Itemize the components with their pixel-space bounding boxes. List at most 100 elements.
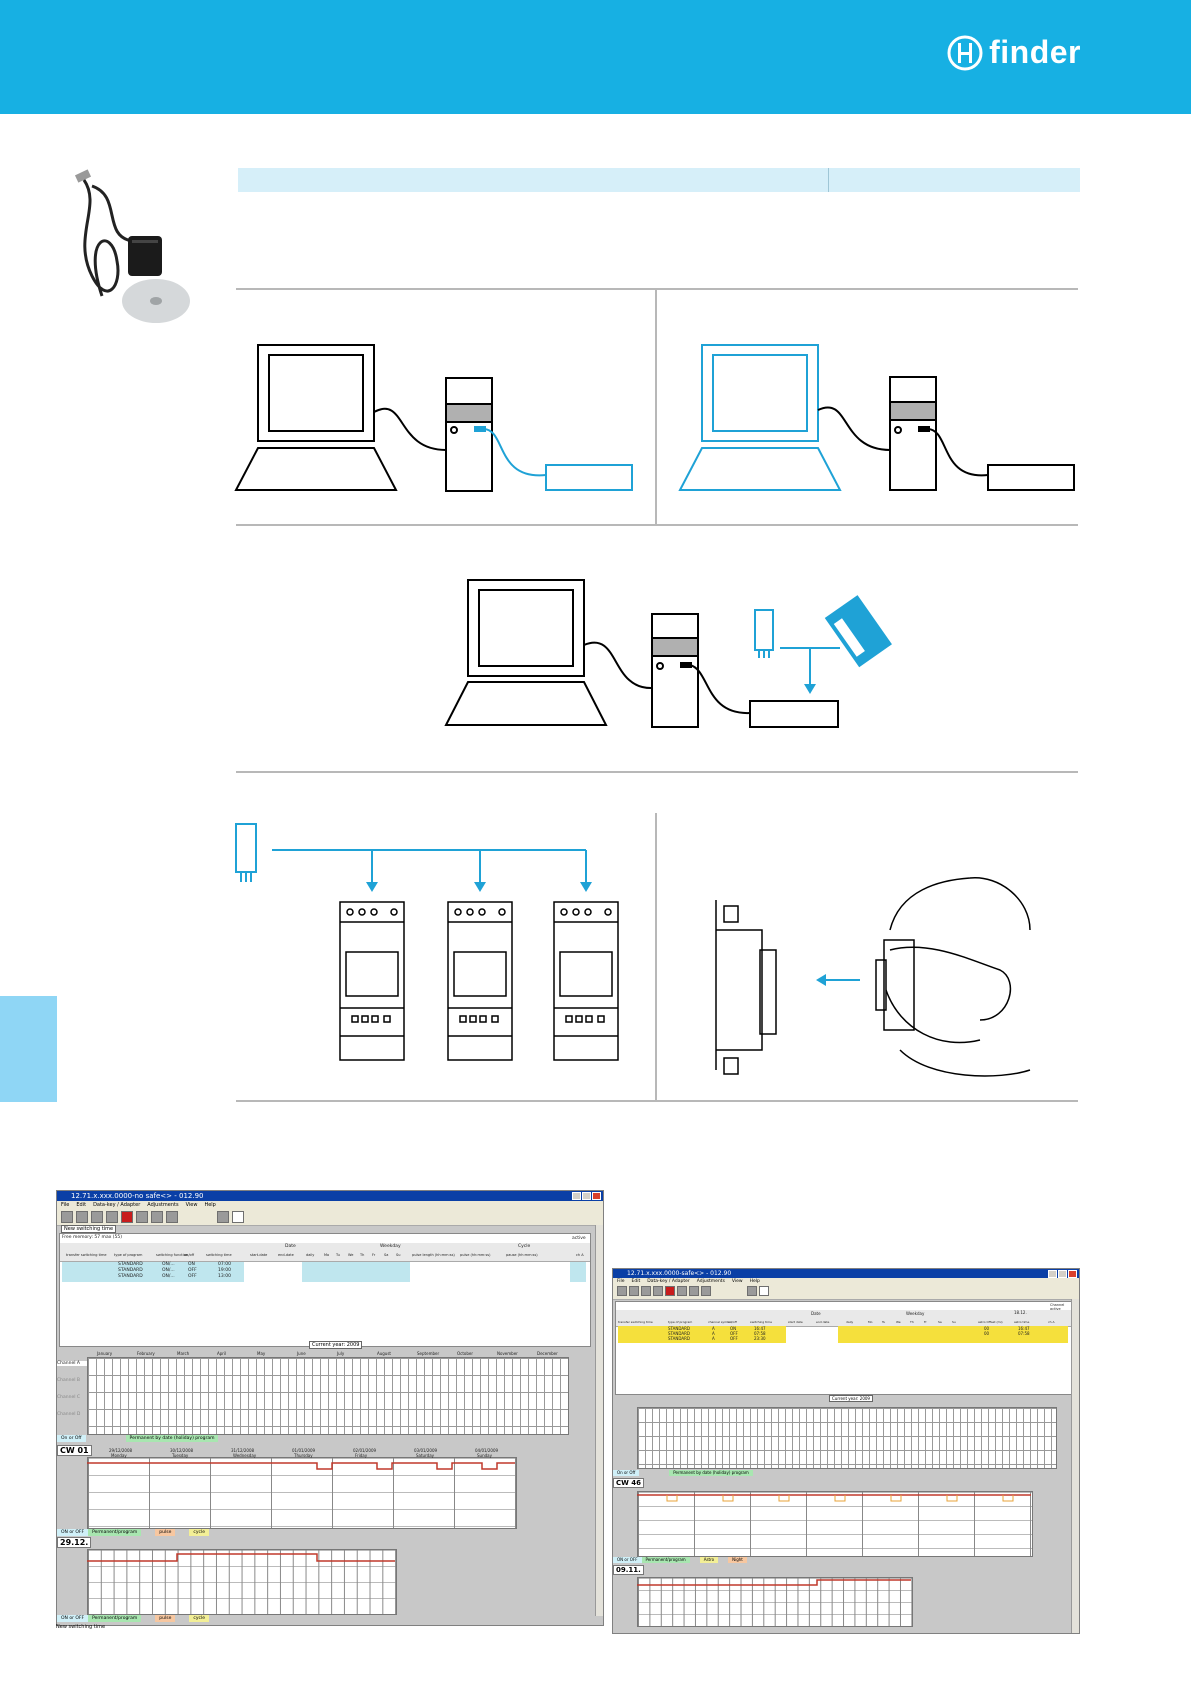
grid-icon[interactable] <box>759 1286 769 1296</box>
open-icon[interactable] <box>617 1286 627 1296</box>
week-date-3: 31/12/2008 <box>231 1448 255 1453</box>
close-button[interactable] <box>592 1192 601 1200</box>
maximize-button[interactable] <box>582 1192 591 1200</box>
title-bar <box>238 168 1080 192</box>
print-icon[interactable] <box>151 1211 163 1223</box>
menu-edit[interactable]: Edit <box>76 1202 87 1208</box>
col-th: Th <box>360 1253 365 1257</box>
program-table: Free memory: 57 max (55) Date Weekday Ch… <box>615 1301 1073 1395</box>
diagram-data-key <box>444 579 892 728</box>
col-pulse-length: pulse length (hh:mm:ss) <box>412 1253 455 1257</box>
grid-icon[interactable] <box>232 1211 244 1223</box>
channel-c-label: Channel C <box>57 1395 81 1400</box>
row1-program: STANDARD <box>118 1262 143 1267</box>
menu-file[interactable]: File <box>61 1202 70 1208</box>
month-apr: April <box>217 1351 227 1356</box>
menu-data-key[interactable]: Data-key / Adapter <box>93 1202 141 1208</box>
menu-adjustments[interactable]: Adjustments <box>147 1202 179 1208</box>
date-field[interactable]: 18.12. <box>1014 1310 1027 1315</box>
print-icon[interactable] <box>689 1286 699 1296</box>
month-nov: November <box>497 1351 518 1356</box>
usb-port <box>680 662 692 668</box>
laptop-icon <box>444 579 608 726</box>
col-end: end-date <box>278 1253 294 1257</box>
channel-active-header: Channel active <box>1050 1303 1065 1311</box>
delete-icon[interactable] <box>121 1211 133 1223</box>
col-pulse: pulse (hh:mm:ss) <box>460 1253 491 1257</box>
diagram-hand-insert <box>715 877 1031 1077</box>
row2-time: 19:00 <box>218 1268 231 1273</box>
month-jan: January <box>97 1351 113 1356</box>
read-icon[interactable] <box>629 1286 639 1296</box>
export-icon[interactable] <box>136 1211 148 1223</box>
col-astro-time: astro time <box>1014 1320 1030 1324</box>
timer-side-icon <box>715 900 777 1075</box>
menu-edit[interactable]: Edit <box>631 1279 641 1284</box>
col-ch-a: ch A <box>576 1253 584 1257</box>
usb-cable <box>583 641 654 690</box>
weekday-group-header: Weekday <box>906 1311 925 1316</box>
legend-astro: Astro <box>699 1557 719 1563</box>
col-sa: Sa <box>938 1320 942 1324</box>
menu-file[interactable]: File <box>617 1279 625 1284</box>
write-icon[interactable] <box>641 1286 651 1296</box>
read-icon[interactable] <box>76 1211 88 1223</box>
vertical-scrollbar[interactable] <box>1071 1299 1079 1633</box>
date-group-header: Date <box>285 1244 296 1249</box>
channel-d-label: Channel D <box>57 1412 81 1417</box>
calendar-icon[interactable] <box>747 1286 757 1296</box>
channel-b-label: Channel B <box>57 1378 80 1383</box>
menu-data-key[interactable]: Data-key / Adapter <box>647 1279 690 1284</box>
open-icon[interactable] <box>61 1211 73 1223</box>
col-tu: Tu <box>336 1253 340 1257</box>
week-day-3: Wednesday <box>233 1453 257 1458</box>
week-switching-line <box>87 1462 515 1470</box>
year-calendar-grid <box>87 1357 569 1435</box>
month-jul: July <box>337 1351 345 1356</box>
cycle-group-header: Cycle <box>518 1244 531 1249</box>
minimize-button[interactable] <box>572 1192 581 1200</box>
menu-help[interactable]: Help <box>749 1279 760 1284</box>
row2-offset: 00 <box>984 1331 990 1336</box>
export-icon[interactable] <box>677 1286 687 1296</box>
usb-cable <box>373 407 447 451</box>
weekday-highlight <box>838 1326 1068 1343</box>
active-highlight <box>570 1262 586 1282</box>
month-may: May <box>257 1351 266 1356</box>
col-channel: channel symbol <box>708 1320 732 1324</box>
brand-name: finder <box>989 34 1081 70</box>
channel-a-label[interactable]: Channel A <box>57 1361 87 1366</box>
transfer-icon[interactable] <box>701 1286 711 1296</box>
col-time: switching time <box>750 1320 772 1324</box>
calendar-icon[interactable] <box>217 1211 229 1223</box>
separator <box>655 288 657 525</box>
row1-program: STANDARD <box>668 1326 691 1331</box>
save-icon[interactable] <box>653 1286 663 1296</box>
menu-help[interactable]: Help <box>204 1202 216 1208</box>
legend-onoff: ON or OFF <box>613 1557 642 1563</box>
row3-function: ON/... <box>162 1274 175 1279</box>
month-mar: March <box>177 1351 190 1356</box>
col-end: end date <box>816 1320 830 1324</box>
menu-view[interactable]: View <box>185 1202 198 1208</box>
save-icon[interactable] <box>106 1211 118 1223</box>
minimize-button[interactable] <box>1048 1270 1057 1278</box>
day-label: 29.12. <box>57 1537 92 1548</box>
col-ch-a: ch A <box>1048 1320 1055 1324</box>
transfer-icon[interactable] <box>166 1211 178 1223</box>
month-jun: June <box>297 1351 306 1356</box>
new-switching-time-button[interactable]: New switching time <box>61 1225 117 1233</box>
legend-permanent: Permanent by date (holiday) program <box>669 1470 753 1476</box>
vertical-scrollbar[interactable] <box>595 1225 603 1616</box>
row2-onoff: OFF <box>188 1268 197 1273</box>
close-button[interactable] <box>1068 1270 1077 1278</box>
delete-icon[interactable] <box>665 1286 675 1296</box>
menu-adjustments[interactable]: Adjustments <box>696 1279 725 1284</box>
maximize-button[interactable] <box>1058 1270 1067 1278</box>
write-icon[interactable] <box>91 1211 103 1223</box>
year-legend: On or Off Permanent by date (holiday) pr… <box>57 1435 219 1442</box>
row3-onoff: OFF <box>188 1274 197 1279</box>
software-screenshot-right: 12.71.x.xxx.0000-safe<> - 012.90 File Ed… <box>612 1268 1080 1634</box>
menu-view[interactable]: View <box>731 1279 743 1284</box>
col-we: We <box>348 1253 354 1257</box>
